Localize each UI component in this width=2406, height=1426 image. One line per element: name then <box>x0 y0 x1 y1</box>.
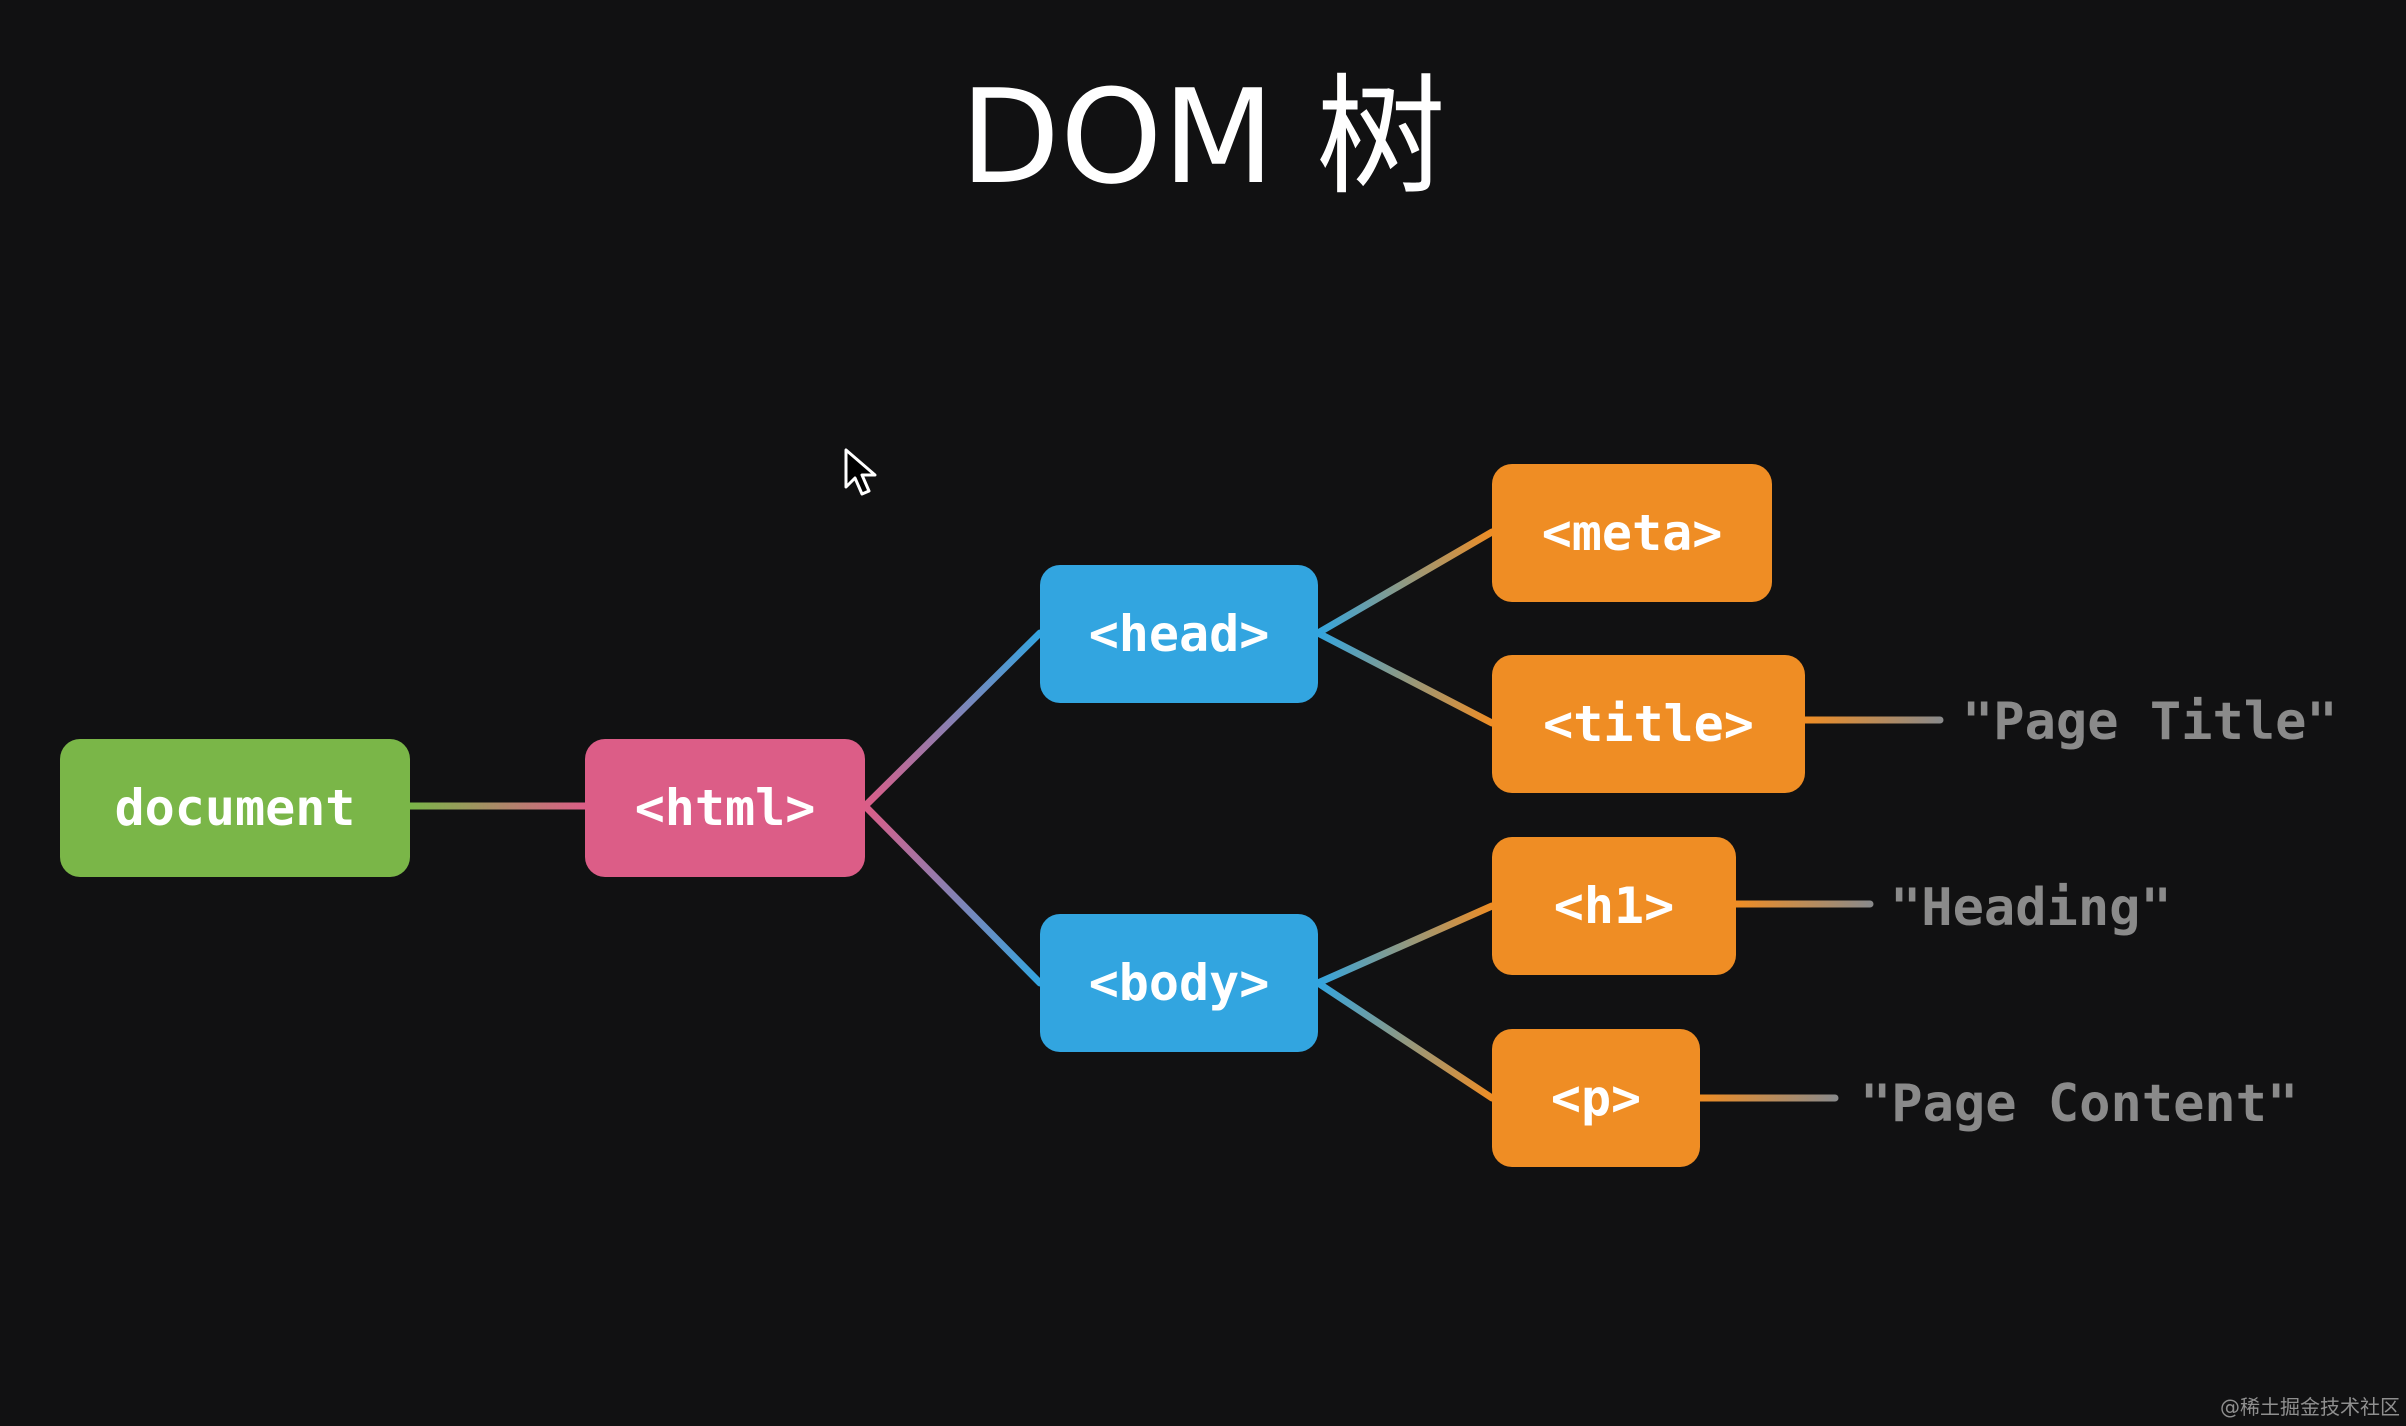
node-document: document <box>60 739 410 877</box>
node-meta: <meta> <box>1492 464 1772 602</box>
edge-head-title <box>1314 629 1496 727</box>
edge-body-p <box>1314 979 1496 1102</box>
edge-head-meta <box>1314 528 1496 637</box>
mouse-cursor-icon <box>844 448 877 496</box>
node-body: <body> <box>1040 914 1318 1052</box>
text-node-page-title: "Page Title" <box>1962 692 2338 752</box>
node-p: <p> <box>1492 1029 1700 1167</box>
page-title: DOM 树 <box>960 61 1446 213</box>
node-title: <title> <box>1492 655 1805 793</box>
node-html: <html> <box>585 739 865 877</box>
text-node-heading: "Heading" <box>1890 878 2172 938</box>
edge-body-h1 <box>1314 902 1496 987</box>
text-node-page-content: "Page Content" <box>1860 1074 2299 1134</box>
node-head: <head> <box>1040 565 1318 703</box>
edge-html-body <box>861 802 1044 987</box>
node-h1: <h1> <box>1492 837 1736 975</box>
watermark: @稀土掘金技术社区 <box>2220 1395 2400 1419</box>
edge-html-head <box>861 629 1044 810</box>
